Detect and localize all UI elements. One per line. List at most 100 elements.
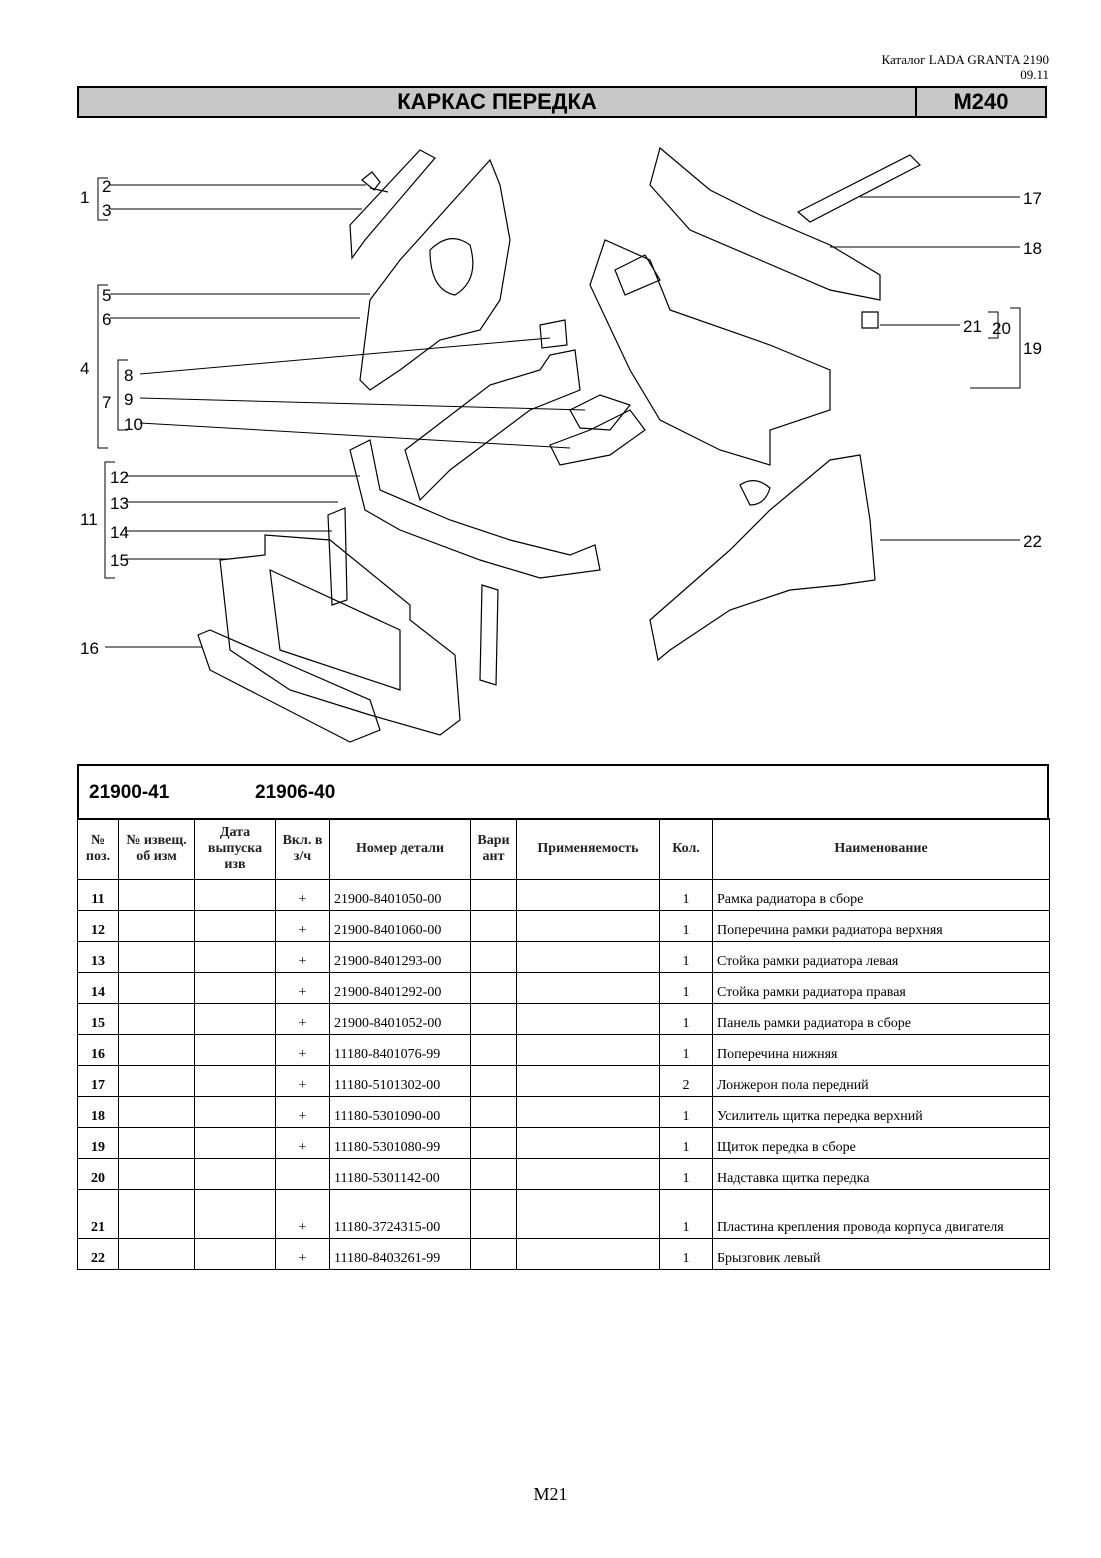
cell-variant <box>470 1065 517 1097</box>
part-bracket-8 <box>539 319 568 349</box>
cell-pos: 17 <box>77 1065 119 1097</box>
callout-10: 10 <box>124 415 143 434</box>
callout-6: 6 <box>102 310 111 329</box>
cell-date <box>194 910 276 942</box>
cell-qty: 2 <box>659 1065 713 1097</box>
cell-applicability <box>516 1158 660 1190</box>
callout-20: 20 <box>992 319 1011 338</box>
leader-lines <box>105 184 1020 648</box>
cell-name: Надставка щитка передка <box>712 1158 1050 1190</box>
cell-applicability <box>516 972 660 1004</box>
callout-5: 5 <box>102 286 111 305</box>
cell-qty: 1 <box>659 1003 713 1035</box>
cell-pos: 18 <box>77 1096 119 1128</box>
cell-pos: 14 <box>77 972 119 1004</box>
cell-notice <box>118 941 195 973</box>
cell-part-number: 11180-5301090-00 <box>329 1096 471 1128</box>
cell-date <box>194 1238 276 1270</box>
cell-part-number: 11180-8403261-99 <box>329 1238 471 1270</box>
callout-21: 21 <box>963 317 982 336</box>
cell-pos: 20 <box>77 1158 119 1190</box>
cell-pos: 13 <box>77 941 119 973</box>
cell-incl: + <box>275 1189 330 1239</box>
cell-name: Поперечина рамки радиатора верхняя <box>712 910 1050 942</box>
page-number: М21 <box>533 1484 568 1504</box>
cell-date <box>194 1096 276 1128</box>
cell-incl: + <box>275 941 330 973</box>
cell-name: Усилитель щитка передка верхний <box>712 1096 1050 1128</box>
cell-applicability <box>516 1127 660 1159</box>
cell-name: Поперечина нижняя <box>712 1034 1050 1066</box>
cell-incl: + <box>275 1096 330 1128</box>
callout-14: 14 <box>110 523 129 542</box>
cell-qty: 1 <box>659 972 713 1004</box>
callout-3: 3 <box>102 201 111 220</box>
cell-qty: 1 <box>659 1127 713 1159</box>
part-support-10 <box>549 409 646 466</box>
cell-notice <box>118 1096 195 1128</box>
cell-notice <box>118 879 195 911</box>
col-pos: № поз. <box>77 818 119 880</box>
cell-name: Рамка радиатора в сборе <box>712 879 1050 911</box>
col-date: Дата выпуска изв <box>194 818 276 880</box>
part-drawings <box>197 146 922 743</box>
callout-22: 22 <box>1023 532 1042 551</box>
cell-part-number: 21900-8401050-00 <box>329 879 471 911</box>
cell-part-number: 21900-8401060-00 <box>329 910 471 942</box>
cell-notice <box>118 910 195 942</box>
cell-variant <box>470 1127 517 1159</box>
model-codes: 21900-41 21906-40 <box>77 764 1049 820</box>
cell-incl: + <box>275 1034 330 1066</box>
part-post-left <box>327 507 348 606</box>
col-qty: Кол. <box>659 818 713 880</box>
cell-pos: 16 <box>77 1034 119 1066</box>
cell-applicability <box>516 1189 660 1239</box>
cell-qty: 1 <box>659 1189 713 1239</box>
cell-notice <box>118 1003 195 1035</box>
cell-incl: + <box>275 1065 330 1097</box>
cell-notice <box>118 1127 195 1159</box>
part-plate-21 <box>861 311 879 329</box>
part-wheel-arch-left <box>359 158 511 391</box>
cell-qty: 1 <box>659 1034 713 1066</box>
cell-variant <box>470 941 517 973</box>
table-header-row: № поз. № извещ. об изм Дата выпуска изв … <box>77 818 1050 880</box>
cell-part-number: 11180-5301142-00 <box>329 1158 471 1190</box>
cell-applicability <box>516 1065 660 1097</box>
cell-pos: 15 <box>77 1003 119 1035</box>
cell-qty: 1 <box>659 910 713 942</box>
cell-pos: 22 <box>77 1238 119 1270</box>
cell-qty: 1 <box>659 879 713 911</box>
catalog-name: Каталог LADA GRANTA 2190 <box>881 52 1049 67</box>
callout-labels: 1 2 3 4 5 6 7 8 9 10 11 12 13 14 15 16 1… <box>80 177 1042 658</box>
callout-2: 2 <box>102 177 111 196</box>
cell-incl: + <box>275 910 330 942</box>
cell-date <box>194 1127 276 1159</box>
cell-part-number: 21900-8401293-00 <box>329 941 471 973</box>
catalog-header: Каталог LADA GRANTA 2190 09.11 <box>881 52 1049 82</box>
cell-name: Панель рамки радиатора в сборе <box>712 1003 1050 1035</box>
part-floor-rail <box>796 154 922 223</box>
col-part: Номер детали <box>329 818 471 880</box>
cell-qty: 1 <box>659 1096 713 1128</box>
col-notice: № извещ. об изм <box>118 818 195 880</box>
cell-name: Лонжерон пола передний <box>712 1065 1050 1097</box>
cell-notice <box>118 1189 195 1239</box>
col-incl: Вкл. в з/ч <box>275 818 330 880</box>
cell-pos: 21 <box>77 1189 119 1239</box>
cell-variant <box>470 1096 517 1128</box>
bracket-lines <box>97 177 1021 579</box>
cell-variant <box>470 1003 517 1035</box>
cell-notice <box>118 972 195 1004</box>
cell-variant <box>470 879 517 911</box>
callout-17: 17 <box>1023 189 1042 208</box>
cell-incl: + <box>275 1127 330 1159</box>
cell-date <box>194 941 276 973</box>
cell-variant <box>470 910 517 942</box>
cell-applicability <box>516 1096 660 1128</box>
